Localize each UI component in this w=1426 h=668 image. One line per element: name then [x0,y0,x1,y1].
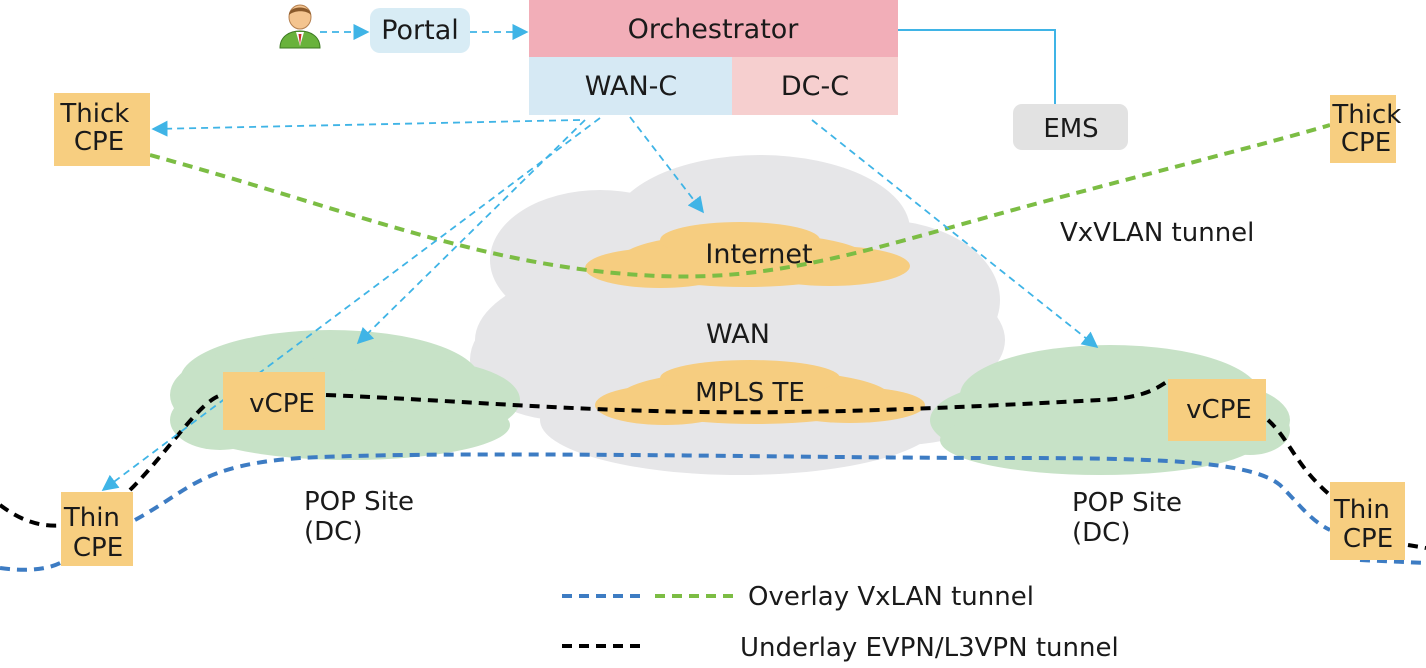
portal-box: Portal [370,8,470,53]
ems-box: EMS [1013,104,1128,150]
thick-cpe-left-line1: Thick [59,99,129,129]
thick-cpe-left-line2: CPE [74,127,124,157]
internet-label: Internet [705,239,812,270]
dc-c-box: DC-C [732,57,898,115]
vcpe-left-label: vCPE [249,389,315,419]
internet-cloud [585,222,910,288]
orchestrator-box: Orchestrator [529,0,898,57]
user-icon [279,4,321,49]
overlay-vxlan-tunnel-green [149,123,1331,279]
control-arrows [101,23,1099,491]
thin-cpe-left-line1: Thin [63,503,120,533]
orchestrator-label: Orchestrator [628,14,800,45]
thin-cpe-right-line1: Thin [1333,495,1390,525]
portal-label: Portal [381,15,459,46]
vcpe-left: vCPE [223,372,325,430]
thick-cpe-left: Thick CPE [54,93,150,166]
svg-text:Thin CPE: Thin CPE [1333,495,1398,554]
legend-underlay-label: Underlay EVPN/L3VPN tunnel [740,633,1119,663]
vcpe-right-label: vCPE [1186,395,1252,425]
thick-cpe-right: Thick CPE [1330,95,1409,163]
wan-label: WAN [706,319,770,350]
thin-cpe-left: Thin CPE [61,492,133,566]
thin-cpe-right-line2: CPE [1343,524,1393,554]
ems-link [898,29,1056,104]
pop-site-left-label: POP Site (DC) [304,487,422,547]
legend-overlay-label: Overlay VxLAN tunnel [748,582,1034,612]
thick-cpe-right-line1: Thick [1331,100,1401,130]
wan-c-label: WAN-C [585,71,677,102]
pop-site-right-label: POP Site (DC) [1072,488,1190,548]
vcpe-right: vCPE [1168,379,1266,441]
svg-text:Thick CPE: Thick CPE [59,99,137,157]
wan-c-box: WAN-C [529,57,732,115]
ems-label: EMS [1043,114,1098,144]
dc-c-label: DC-C [781,71,849,102]
mpls-te-label: MPLS TE [695,378,805,408]
svg-text:Thin CPE: Thin CPE [63,503,128,563]
thin-cpe-right: Thin CPE [1330,482,1405,560]
svg-text:Thick CPE: Thick CPE [1331,100,1409,158]
wan-cloud [470,155,1010,475]
underlay-evpn-tunnel [0,378,1426,550]
vxvlan-tunnel-label: VxVLAN tunnel [1060,218,1254,248]
thin-cpe-left-line2: CPE [73,533,123,563]
legend: Overlay VxLAN tunnel Underlay EVPN/L3VPN… [562,582,1119,663]
thick-cpe-right-line2: CPE [1341,128,1391,158]
